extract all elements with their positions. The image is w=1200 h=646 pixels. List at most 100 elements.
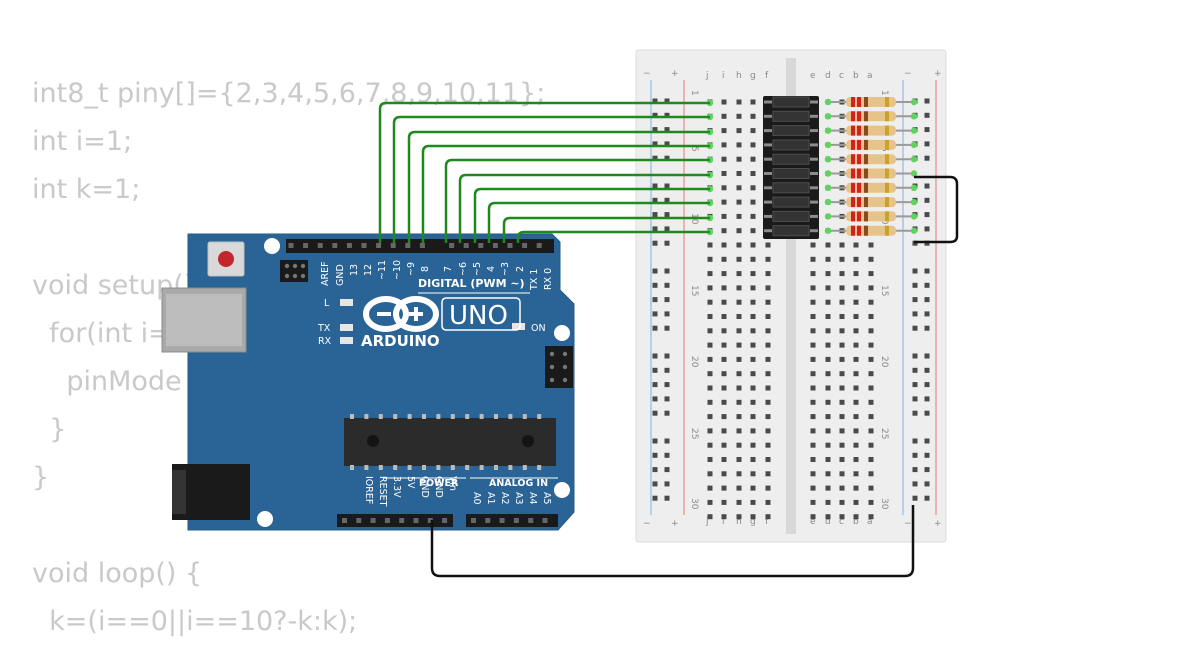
pin-label-13: 13 xyxy=(349,264,360,276)
breadboard-hole xyxy=(765,256,771,262)
breadboard-hole xyxy=(721,242,727,248)
breadboard-hole xyxy=(868,514,874,520)
code-line: void loop() { xyxy=(32,558,203,589)
breadboard-hole xyxy=(853,499,859,505)
rail-plus-label: + xyxy=(934,69,942,79)
led-lead xyxy=(764,186,772,190)
breadboard-hole xyxy=(750,299,756,305)
signal-wire[interactable] xyxy=(458,173,710,243)
signal-wire[interactable] xyxy=(378,101,710,243)
chip-pin xyxy=(350,465,354,470)
breadboard-hole xyxy=(721,285,727,291)
breadboard-hole xyxy=(750,228,756,234)
chip-pin xyxy=(494,414,498,419)
breadboard-hole xyxy=(721,199,727,205)
breadboard-hole xyxy=(853,342,859,348)
breadboard-hole xyxy=(736,514,742,520)
chip-pin xyxy=(508,465,513,470)
signal-wire[interactable] xyxy=(502,216,710,243)
breadboard-hole xyxy=(707,399,713,405)
breadboard-hole xyxy=(853,314,859,319)
rail-hole xyxy=(664,325,670,331)
breadboard-hole xyxy=(825,371,831,377)
breadboard-hole xyxy=(765,514,771,520)
signal-wire[interactable] xyxy=(444,158,710,243)
resistor-array[interactable] xyxy=(828,97,914,236)
breadboard-holes xyxy=(652,98,930,520)
led-bar-graph[interactable] xyxy=(763,96,819,239)
breadboard-hole xyxy=(736,128,742,134)
connected-hole xyxy=(910,113,918,120)
connected-hole xyxy=(824,227,832,234)
pin-label-gnd: GND xyxy=(433,476,444,498)
breadboard-hole xyxy=(750,199,756,205)
chip-pin xyxy=(522,465,527,470)
rail-hole xyxy=(924,155,930,161)
pin-label-2: 2 xyxy=(515,266,526,272)
chip-pin xyxy=(407,465,412,470)
breadboard-hole xyxy=(765,328,771,334)
breadboard-hole xyxy=(736,442,742,448)
icsp-pin xyxy=(284,273,290,279)
breadboard-hole xyxy=(810,256,816,262)
row-number-30: 30 xyxy=(689,498,699,510)
breadboard-hole xyxy=(750,356,756,362)
rail-hole xyxy=(924,98,930,104)
chip-pin xyxy=(522,414,527,419)
breadboard-hole xyxy=(707,428,713,434)
rail-hole xyxy=(664,141,670,147)
column-letter-a: a xyxy=(867,71,873,81)
row-number-1: 1 xyxy=(689,90,699,96)
breadboard-hole xyxy=(810,414,816,420)
ground-wire[interactable] xyxy=(430,505,915,578)
signal-wire[interactable] xyxy=(487,201,710,243)
breadboard-hole xyxy=(839,457,845,462)
led-lead xyxy=(810,214,818,218)
breadboard-hole xyxy=(721,213,727,219)
header-pin xyxy=(332,243,338,248)
breadboard-hole xyxy=(839,285,845,291)
breadboard-hole xyxy=(750,99,756,105)
led-l xyxy=(340,299,353,306)
breadboard-hole xyxy=(839,256,845,262)
chip-pin xyxy=(422,414,426,419)
signal-wire[interactable] xyxy=(473,187,710,243)
rail-hole xyxy=(924,325,930,331)
chip-pin xyxy=(508,414,513,419)
column-letter-a: a xyxy=(867,517,873,527)
mounting-hole xyxy=(554,325,570,341)
header-pin xyxy=(361,243,367,248)
signal-wire[interactable] xyxy=(421,144,710,243)
resistor-band xyxy=(864,225,868,236)
breadboard-hole xyxy=(736,385,742,391)
ground-jumper-wire[interactable] xyxy=(914,175,959,244)
led-lead xyxy=(764,157,772,161)
pin-label-rx0: RX 0 xyxy=(543,268,554,290)
chip-pin xyxy=(436,414,441,419)
signal-wires[interactable] xyxy=(378,101,710,243)
breadboard-hole xyxy=(750,499,756,505)
code-line: int k=1; xyxy=(32,174,141,205)
led-lead xyxy=(810,186,818,190)
reset-button-cap xyxy=(218,251,234,267)
header-pin xyxy=(522,243,528,248)
breadboard-hole xyxy=(736,213,742,219)
rail-hole xyxy=(912,282,918,288)
rail-minus-label: − xyxy=(904,519,912,529)
led-segment xyxy=(772,153,810,165)
breadboard-hole xyxy=(721,471,727,477)
column-letter-e: e xyxy=(810,517,816,527)
pin-label-10: ~10 xyxy=(392,260,403,280)
breadboard-hole xyxy=(868,328,874,334)
breadboard-hole xyxy=(765,271,771,277)
signal-wire[interactable] xyxy=(407,130,710,243)
rail-hole xyxy=(924,367,930,373)
breadboard-hole xyxy=(750,471,756,477)
breadboard-hole xyxy=(736,499,742,505)
icsp-pin xyxy=(549,377,555,383)
code-line: int i=1; xyxy=(32,126,133,157)
signal-wire[interactable] xyxy=(516,230,710,243)
breadboard-hole xyxy=(707,442,713,448)
chip-pins xyxy=(350,414,542,470)
signal-wire[interactable] xyxy=(392,115,710,243)
